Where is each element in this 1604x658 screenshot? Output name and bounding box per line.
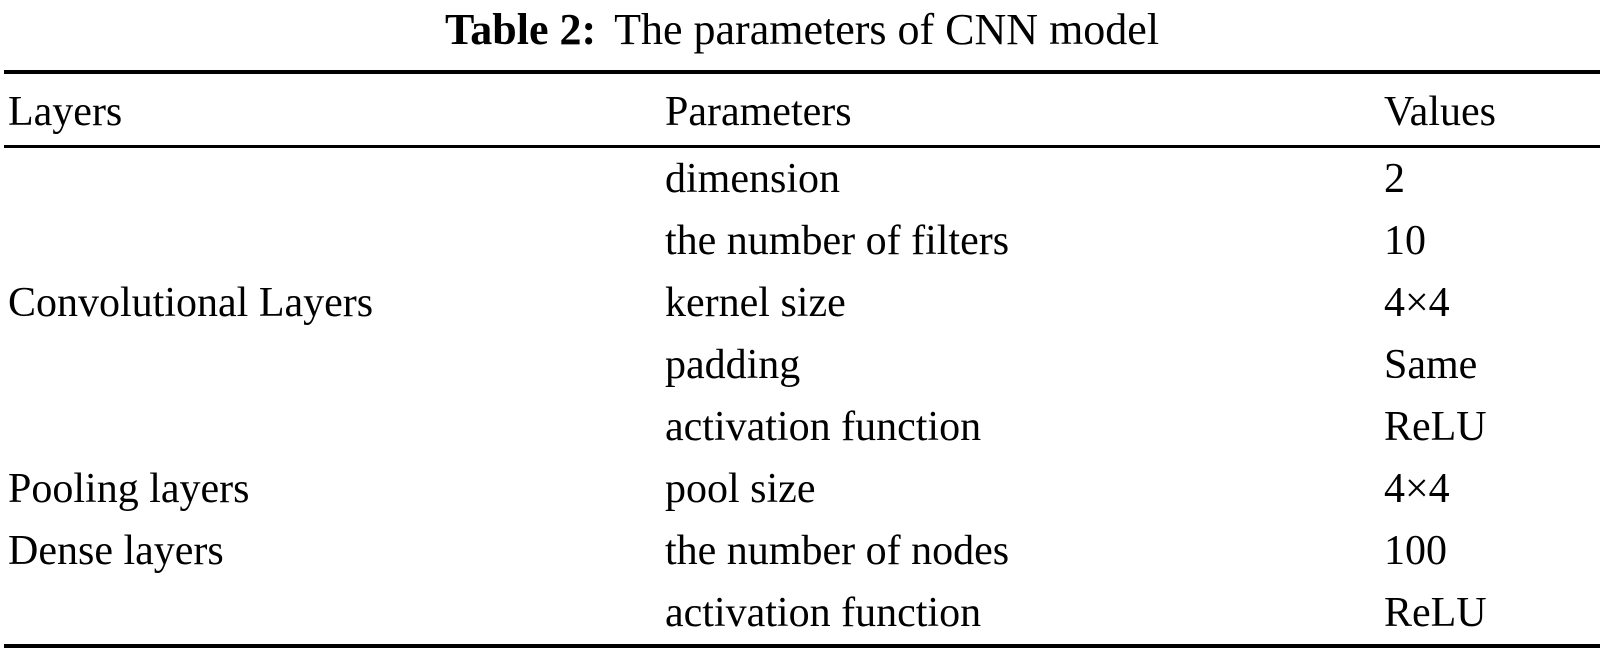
table-caption: Table 2: The parameters of CNN model (0, 0, 1604, 70)
parameters-table: Layers Parameters Values dimension 2 the… (0, 70, 1604, 648)
table-row: activation function ReLU (0, 396, 1604, 458)
layer-cell: Convolutional Layers (8, 280, 374, 326)
top-rule (4, 70, 1600, 74)
parameter-cell: activation function (665, 590, 982, 636)
value-cell: ReLU (1384, 590, 1487, 636)
value-cell: 4×4 (1384, 466, 1450, 512)
table-caption-text: The parameters of CNN model (614, 5, 1160, 54)
parameter-cell: the number of nodes (665, 528, 1010, 574)
table-row: padding Same (0, 334, 1604, 396)
parameter-cell: dimension (665, 156, 840, 202)
column-header-layers: Layers (8, 88, 123, 135)
parameter-cell: pool size (665, 466, 816, 512)
layer-cell: Pooling layers (8, 466, 250, 512)
parameter-cell: activation function (665, 404, 982, 450)
column-header-values: Values (1384, 88, 1496, 135)
parameter-cell: padding (665, 342, 801, 388)
table-row: dimension 2 (0, 148, 1604, 210)
table-header-row: Layers Parameters Values (0, 74, 1604, 145)
value-cell: ReLU (1384, 404, 1487, 450)
table-row: Convolutional Layers kernel size 4×4 (0, 272, 1604, 334)
value-cell: 10 (1384, 218, 1426, 264)
column-header-parameters: Parameters (665, 88, 852, 135)
value-cell: 2 (1384, 156, 1405, 202)
bottom-rule (4, 644, 1600, 648)
header-rule (4, 145, 1600, 148)
parameter-cell: the number of filters (665, 218, 1010, 264)
value-cell: Same (1384, 342, 1478, 388)
value-cell: 100 (1384, 528, 1447, 574)
parameter-cell: kernel size (665, 280, 846, 326)
layer-cell: Dense layers (8, 528, 224, 574)
table-row: the number of filters 10 (0, 210, 1604, 272)
table-caption-label: Table 2: (444, 5, 597, 54)
table-row: Pooling layers pool size 4×4 (0, 458, 1604, 520)
table-row: Dense layers the number of nodes 100 (0, 520, 1604, 582)
value-cell: 4×4 (1384, 280, 1450, 326)
table-row: activation function ReLU (0, 582, 1604, 644)
